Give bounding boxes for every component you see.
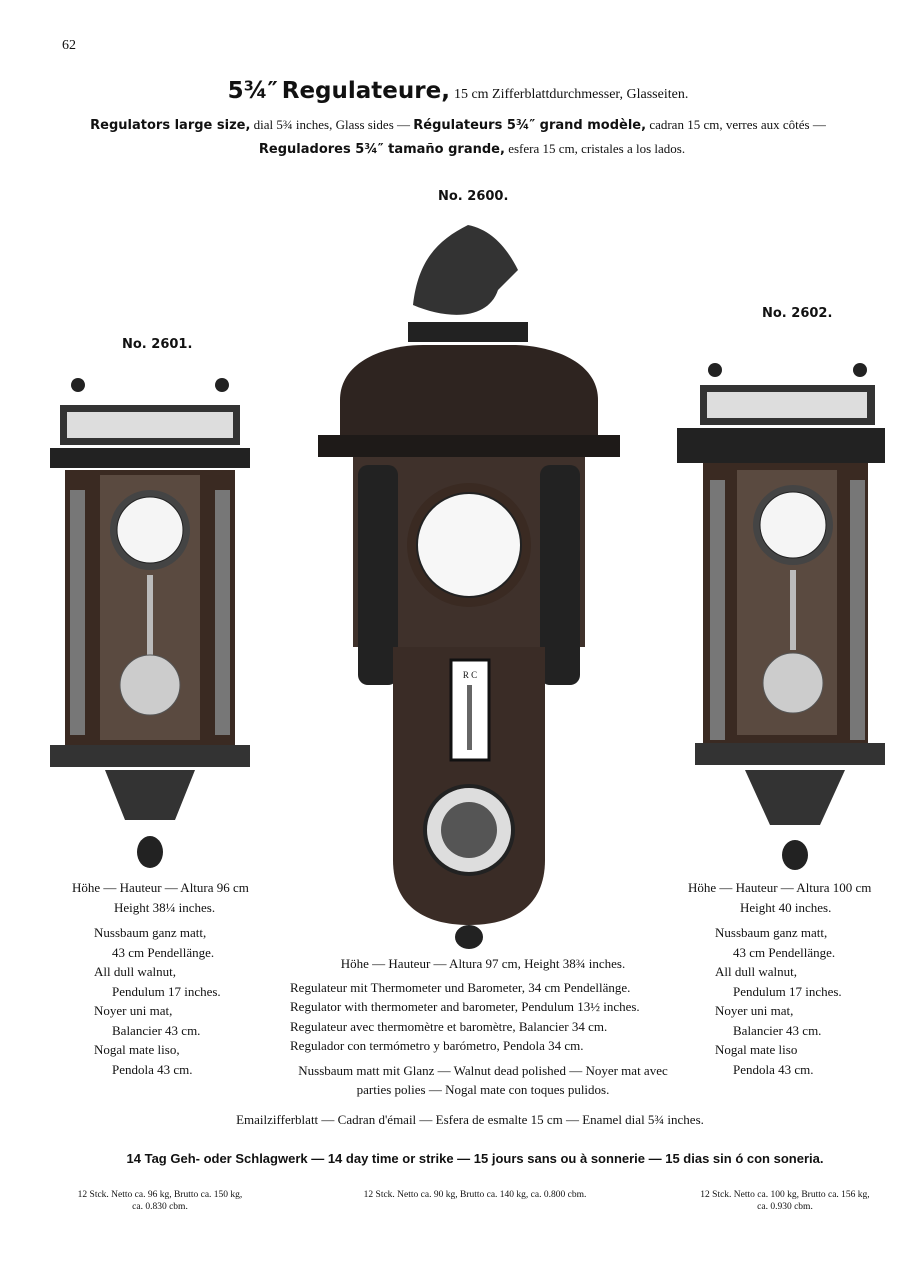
packing-line: ca. 0.930 cbm.	[757, 1202, 813, 1212]
subtitle-line-2: Reguladores 5¾″ tamaño grande, esfera 15…	[0, 141, 916, 157]
finish-line: parties polies — Nogal mate con toques p…	[356, 1082, 610, 1097]
desc-line: Nogal mate liso,	[94, 1042, 180, 1057]
clock-number-2602: No. 2602.	[762, 306, 833, 321]
clock-2600-description: Höhe — Hauteur — Altura 97 cm, Height 38…	[278, 954, 688, 1100]
subtitle-es-rest: esfera 15 cm, cristales a los lados.	[508, 141, 686, 156]
dial-note: Emailzifferblatt — Cadran d'émail — Esfe…	[236, 1112, 704, 1127]
packing-line: ca. 0.830 cbm.	[132, 1202, 188, 1212]
subtitle-fr: Régulateurs 5¾″ grand modèle,	[413, 118, 647, 133]
finish-line: Nussbaum matt mit Glanz — Walnut dead po…	[298, 1062, 668, 1078]
packing-line: 12 Stck. Netto ca. 100 kg, Brutto ca. 15…	[700, 1190, 870, 1200]
clock-number-2601: No. 2601.	[122, 337, 193, 352]
desc-line: Regulateur mit Thermometer und Barometer…	[290, 979, 631, 995]
desc-line: All dull walnut,	[94, 964, 176, 979]
desc-line: 43 cm Pendellänge.	[733, 944, 836, 960]
height-inches: Height 38¼ inches.	[114, 899, 216, 915]
desc-line: Nogal mate liso	[715, 1042, 798, 1057]
desc-line: Nussbaum ganz matt,	[715, 925, 828, 940]
title-rest: 15 cm Zifferblattdurchmesser, Glasseiten…	[453, 87, 689, 102]
subtitle-es: Reguladores 5¾″ tamaño grande,	[258, 142, 505, 157]
packing-2602: 12 Stck. Netto ca. 100 kg, Brutto ca. 15…	[660, 1189, 910, 1213]
page-number: 62	[62, 38, 76, 53]
subtitle-en-rest: dial 5¾ inches, Glass sides —	[253, 117, 410, 132]
movement-note: 14 Tag Geh- oder Schlagwerk — 14 day tim…	[126, 1151, 824, 1166]
clock-2602-illustration	[677, 363, 885, 870]
desc-line: Pendulum 17 inches.	[112, 983, 221, 999]
title-size: 5¾″	[227, 78, 278, 104]
desc-line: Nussbaum ganz matt,	[94, 925, 207, 940]
clock-2600-illustration: R C	[318, 225, 620, 949]
desc-line: Regulador con termómetro y barómetro, Pe…	[290, 1038, 584, 1053]
packing-2601: 12 Stck. Netto ca. 96 kg, Brutto ca. 150…	[40, 1189, 280, 1213]
page-title: 5¾″ Regulateure, 15 cm Zifferblattdurchm…	[0, 78, 916, 104]
desc-line: Pendola 43 cm.	[112, 1061, 193, 1077]
height-cm: Höhe — Hauteur — Altura 100 cm	[688, 880, 872, 895]
desc-line: Regulator with thermometer and barometer…	[290, 999, 640, 1014]
desc-line: Balancier 43 cm.	[112, 1022, 201, 1038]
desc-line: All dull walnut,	[715, 964, 797, 979]
clock-2601-description: Höhe — Hauteur — Altura 96 cm Height 38¼…	[72, 878, 272, 1079]
packing-line: 12 Stck. Netto ca. 96 kg, Brutto ca. 150…	[77, 1190, 243, 1200]
desc-line: Pendulum 17 inches.	[733, 983, 842, 999]
subtitle-line-1: Regulators large size, dial 5¾ inches, G…	[0, 117, 916, 133]
desc-line: Regulateur avec thermomètre et baromètre…	[290, 1018, 608, 1034]
desc-line: Noyer uni mat,	[715, 1003, 794, 1018]
clock-2601-illustration	[50, 378, 250, 868]
desc-line: Noyer uni mat,	[94, 1003, 173, 1018]
desc-line: Pendola 43 cm.	[733, 1061, 814, 1077]
clock-number-2600: No. 2600.	[438, 189, 509, 204]
height-cm: Höhe — Hauteur — Altura 96 cm	[72, 880, 249, 895]
packing-2600: 12 Stck. Netto ca. 90 kg, Brutto ca. 140…	[363, 1190, 587, 1200]
height: Höhe — Hauteur — Altura 97 cm, Height 38…	[340, 956, 626, 971]
thermometer-label: R C	[463, 670, 477, 680]
clock-2602-description: Höhe — Hauteur — Altura 100 cm Height 40…	[688, 878, 888, 1079]
desc-line: Balancier 43 cm.	[733, 1022, 822, 1038]
desc-line: 43 cm Pendellänge.	[112, 944, 215, 960]
height-inches: Height 40 inches.	[740, 899, 832, 915]
title-name: Regulateure,	[281, 78, 450, 104]
subtitle-en: Regulators large size,	[90, 118, 251, 133]
subtitle-fr-rest: cadran 15 cm, verres aux côtés —	[649, 117, 826, 132]
